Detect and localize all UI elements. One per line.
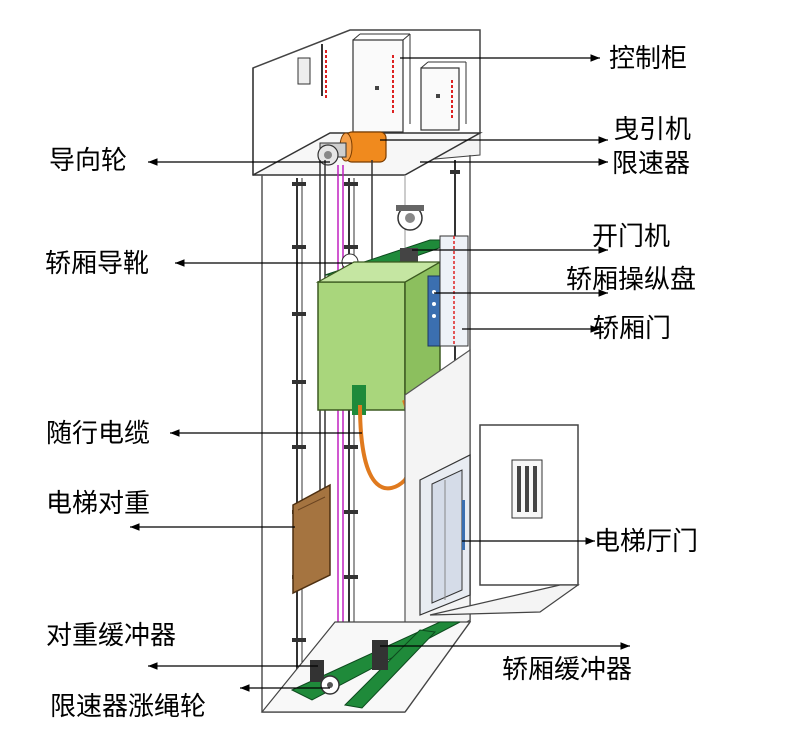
label-car-guide-shoe: 轿厢导靴 <box>45 249 150 279</box>
counterweight <box>292 483 331 595</box>
label-governor: 限速器 <box>612 149 691 179</box>
landing-entrance <box>404 348 471 662</box>
label-traction-machine: 曳引机 <box>613 115 692 145</box>
label-control-cabinet: 控制柜 <box>609 44 688 74</box>
label-counterweight: 电梯对重 <box>46 489 151 519</box>
traction-machine <box>317 131 387 166</box>
label-cw-buffer: 对重缓冲器 <box>46 621 177 651</box>
traveling-cable <box>358 399 413 491</box>
label-car-door: 轿厢门 <box>593 314 672 344</box>
label-car-operating-panel: 轿厢操纵盘 <box>566 265 697 295</box>
landing-hall <box>429 424 580 616</box>
label-traveling-cable: 随行电缆 <box>46 419 151 449</box>
label-landing-door: 电梯厅门 <box>594 527 699 557</box>
ropes <box>319 160 373 690</box>
leader-arrows <box>130 54 630 692</box>
label-car-buffer: 轿厢缓冲器 <box>502 655 633 685</box>
buffers <box>290 621 461 709</box>
label-governor-tension-sheave: 限速器涨绳轮 <box>50 692 207 722</box>
car-body <box>315 235 469 415</box>
control-cabinet <box>297 33 467 133</box>
label-guide-sheave: 导向轮 <box>49 146 128 176</box>
label-door-operator: 开门机 <box>592 222 671 252</box>
